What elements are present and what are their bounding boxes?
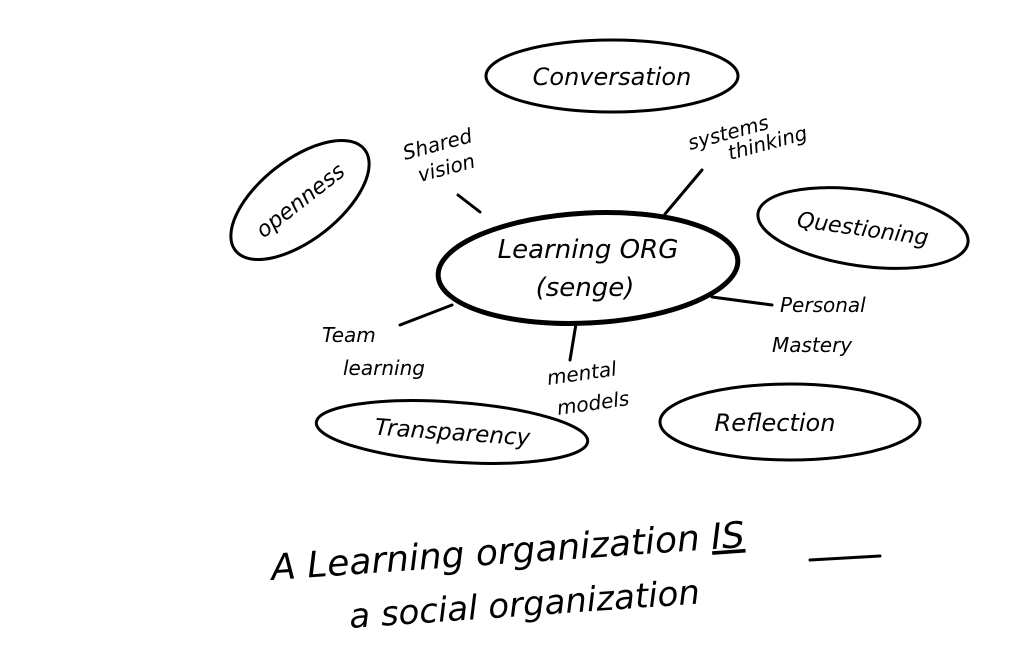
personal-mastery-line1: Personal bbox=[780, 293, 866, 317]
node-transparency: Transparency bbox=[314, 399, 590, 465]
reflection-label: Reflection bbox=[715, 409, 836, 437]
connector-systems-thinking bbox=[663, 168, 704, 216]
center-ellipse bbox=[435, 210, 741, 326]
conversation-ellipse bbox=[484, 38, 740, 114]
connectors bbox=[398, 168, 774, 362]
transparency-ellipse bbox=[314, 399, 590, 465]
label-shared-vision: Shared vision bbox=[400, 123, 478, 187]
center-subtitle: (senge) bbox=[536, 273, 635, 303]
caption-line2: a social organization bbox=[348, 573, 701, 637]
label-personal-mastery: Personal Mastery bbox=[772, 293, 866, 357]
caption-underline bbox=[808, 554, 882, 562]
connector-mental-models bbox=[568, 322, 578, 362]
team-learning-line2: learning bbox=[343, 356, 425, 380]
reflection-ellipse bbox=[658, 382, 922, 462]
conversation-label: Conversation bbox=[533, 63, 692, 91]
mental-models-line1: mental bbox=[545, 356, 618, 390]
node-reflection: Reflection bbox=[658, 382, 922, 462]
node-conversation: Conversation bbox=[484, 38, 740, 114]
node-questioning: Questioning bbox=[756, 186, 970, 270]
node-openness: openness bbox=[229, 138, 371, 262]
connector-shared-vision bbox=[456, 193, 482, 214]
caption: A Learning organization IS a social orga… bbox=[268, 515, 882, 637]
connector-personal-mastery bbox=[710, 295, 774, 307]
caption-emphasis: IS bbox=[710, 515, 746, 558]
mental-models-line2: models bbox=[555, 386, 630, 420]
personal-mastery-line2: Mastery bbox=[772, 333, 853, 357]
center-node: Learning ORG (senge) bbox=[435, 210, 741, 326]
openness-label: openness bbox=[252, 159, 350, 244]
openness-ellipse bbox=[229, 138, 371, 262]
questioning-ellipse bbox=[756, 186, 970, 270]
transparency-label: Transparency bbox=[374, 415, 531, 452]
team-learning-line1: Team bbox=[322, 323, 376, 347]
center-title: Learning ORG bbox=[498, 235, 679, 265]
label-team-learning: Team learning bbox=[322, 323, 425, 380]
label-systems-thinking: systems thinking bbox=[685, 110, 810, 165]
questioning-label: Questioning bbox=[795, 208, 930, 251]
label-mental-models: mental models bbox=[545, 356, 630, 420]
connector-team-learning bbox=[398, 303, 454, 327]
